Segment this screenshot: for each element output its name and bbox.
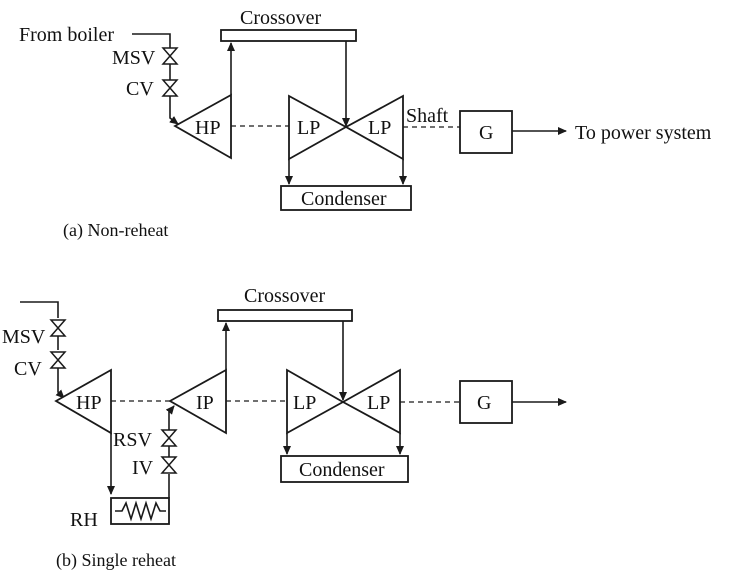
- boiler-inlet-line-b: [20, 301, 59, 318]
- crossover-label: Crossover: [240, 7, 321, 29]
- rsv-label: RSV: [113, 429, 152, 451]
- boiler-inlet-line: [132, 33, 171, 48]
- cv-label-b: CV: [14, 358, 42, 380]
- from-boiler-label: From boiler: [19, 24, 114, 46]
- control-valve: [161, 79, 179, 97]
- lp2-label-b: LP: [367, 392, 390, 414]
- reheat-stop-valve: [160, 429, 178, 447]
- caption-non-reheat: (a) Non-reheat: [63, 220, 168, 241]
- cv-hp-line: [169, 96, 179, 125]
- to-power-system-label: To power system: [575, 122, 712, 144]
- cv-hp-line-b: [55, 368, 65, 399]
- lp1-label: LP: [297, 117, 320, 139]
- hp-label: HP: [195, 117, 221, 139]
- reheater-coil-icon: [115, 500, 166, 522]
- diagram-single-reheat: MSV CV HP RH IV RSV IP: [2, 285, 567, 571]
- control-valve-b: [49, 351, 67, 369]
- main-stop-valve-b: [49, 319, 67, 337]
- generator-box-b: [459, 380, 513, 424]
- iv-label: IV: [132, 457, 154, 479]
- generator-label-b: G: [477, 392, 491, 414]
- msv-label: MSV: [112, 47, 156, 69]
- condenser-box-b: [280, 455, 409, 483]
- shaft-label: Shaft: [406, 105, 449, 127]
- crossover-pipe: [220, 29, 357, 42]
- reheater-box: [110, 497, 170, 525]
- diagram-non-reheat: From boiler MSV CV HP Crossover LP LP: [19, 7, 712, 241]
- caption-single-reheat: (b) Single reheat: [56, 550, 176, 571]
- condenser-label: Condenser: [301, 188, 387, 210]
- ip-label: IP: [196, 392, 214, 414]
- crossover-pipe-b: [217, 309, 353, 322]
- crossover-label-b: Crossover: [244, 285, 325, 307]
- condenser-box: [280, 185, 412, 211]
- rh-label: RH: [70, 509, 98, 531]
- generator-box: [459, 110, 513, 154]
- generator-label: G: [479, 122, 493, 144]
- cv-label: CV: [126, 78, 154, 100]
- lp1-label-b: LP: [293, 392, 316, 414]
- intercept-valve: [160, 456, 178, 474]
- lp2-label: LP: [368, 117, 391, 139]
- main-stop-valve: [161, 47, 179, 65]
- rsv-ip-line: [165, 405, 175, 430]
- msv-label-b: MSV: [2, 326, 46, 348]
- hp-label-b: HP: [76, 392, 102, 414]
- condenser-label-b: Condenser: [299, 459, 385, 481]
